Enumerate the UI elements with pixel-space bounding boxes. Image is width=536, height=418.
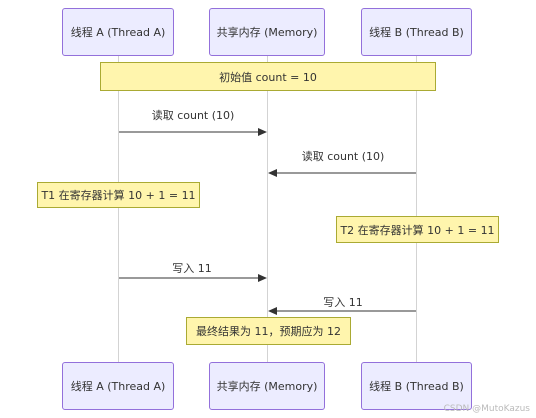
message-label-a-read: 读取 count (10) <box>151 109 235 122</box>
note-final-result: 最终结果为 11，预期应为 12 <box>186 317 351 345</box>
actor-thread-b-bottom: 线程 B (Thread B) <box>361 362 472 410</box>
message-label-b-write: 写入 11 <box>323 296 363 309</box>
message-label-b-read: 读取 count (10) <box>301 150 385 163</box>
lifeline-thread-a <box>118 56 119 364</box>
message-label-a-write: 写入 11 <box>172 262 212 275</box>
watermark: CSDN @MutoKazus <box>443 404 530 414</box>
actor-memory-top: 共享内存 (Memory) <box>209 8 325 56</box>
actor-thread-a-top: 线程 A (Thread A) <box>62 8 174 56</box>
actor-thread-a-bottom: 线程 A (Thread A) <box>62 362 174 410</box>
lifeline-thread-b <box>416 56 417 364</box>
note-t1-compute: T1 在寄存器计算 10 + 1 = 11 <box>37 182 200 208</box>
note-t2-compute: T2 在寄存器计算 10 + 1 = 11 <box>336 216 499 243</box>
note-initial-value: 初始值 count = 10 <box>100 62 436 91</box>
actor-memory-bottom: 共享内存 (Memory) <box>209 362 325 410</box>
actor-thread-b-top: 线程 B (Thread B) <box>361 8 472 56</box>
lifeline-memory <box>267 56 268 364</box>
